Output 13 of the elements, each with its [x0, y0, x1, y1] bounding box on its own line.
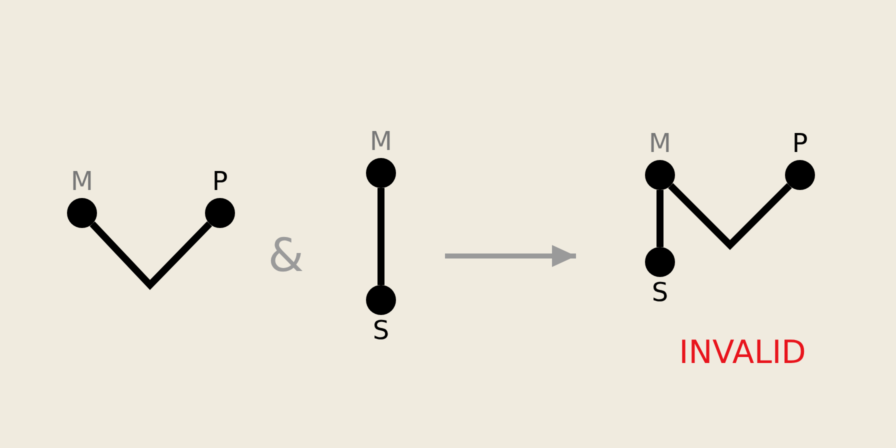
edge-line — [656, 190, 664, 247]
vertex-label: S — [652, 277, 668, 309]
edge-line — [378, 188, 384, 285]
vertex-label: P — [792, 128, 808, 160]
edge-line — [90, 221, 212, 290]
vertex-label: M — [370, 126, 392, 158]
vertex-label: M — [648, 128, 672, 160]
vertex-label: S — [372, 315, 390, 347]
edge-line — [668, 183, 792, 250]
vertex-label: M — [70, 166, 94, 198]
vertex-label: P — [212, 166, 228, 198]
status-text: INVALID — [679, 333, 806, 371]
ampersand-sign: & — [268, 228, 304, 282]
